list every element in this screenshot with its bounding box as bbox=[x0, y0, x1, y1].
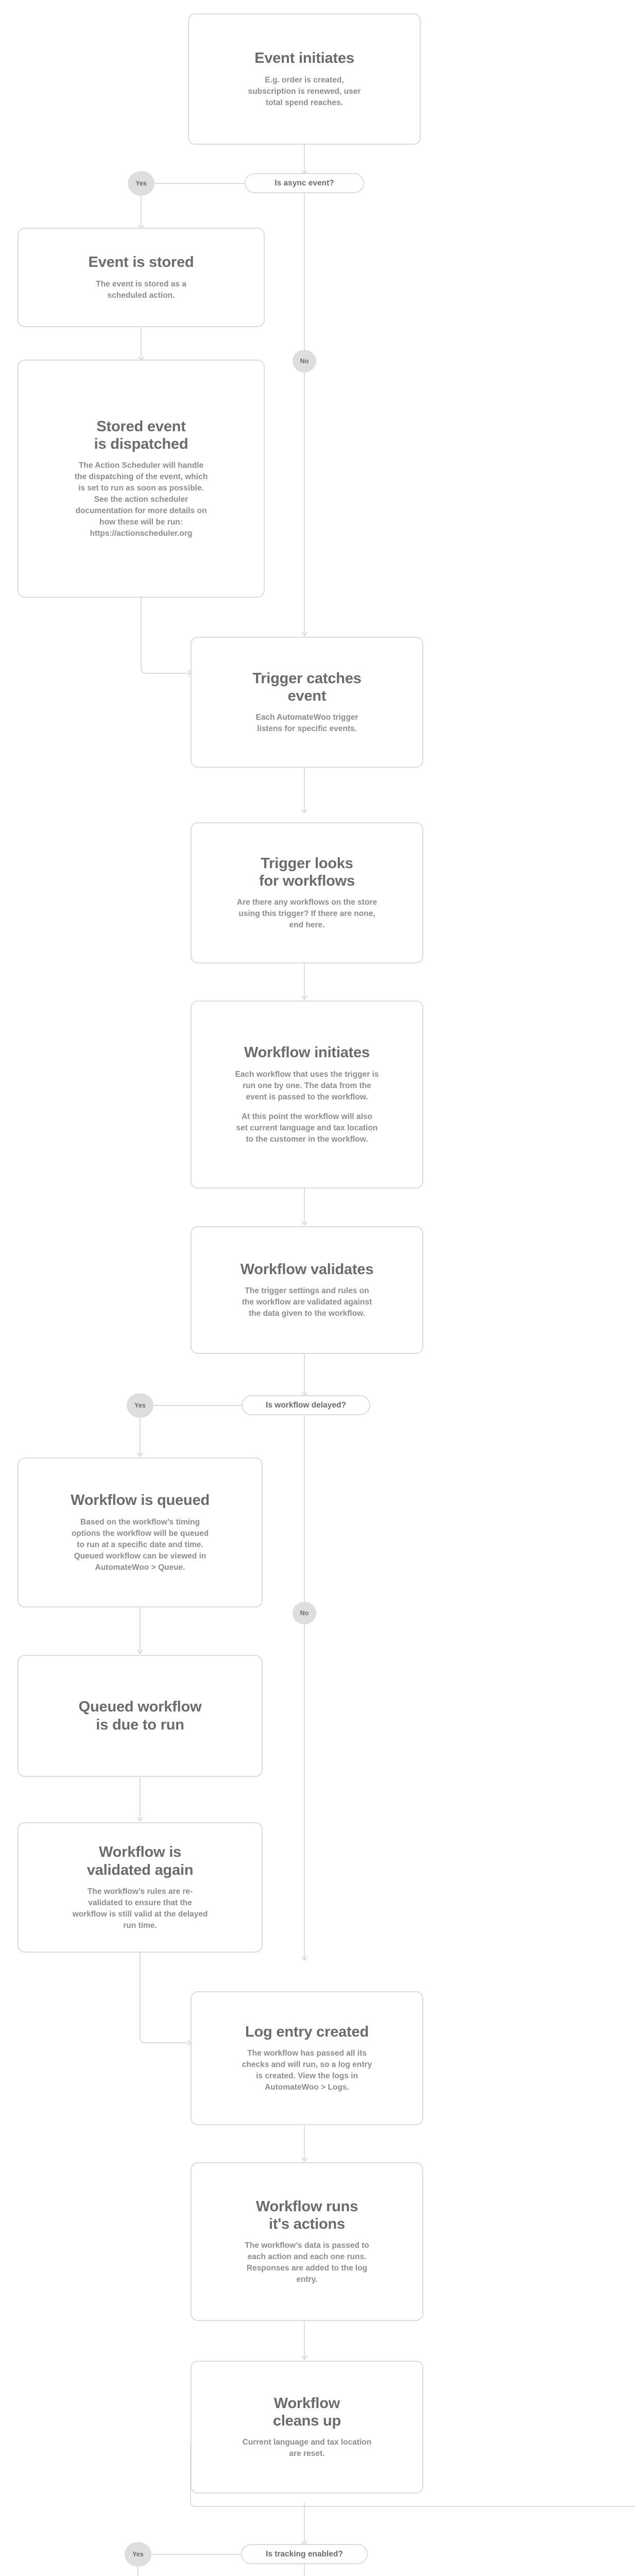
edge-label-async-yes: Yes bbox=[128, 171, 155, 196]
node-title: Workflow runs it's actions bbox=[255, 2198, 358, 2232]
node-title: Trigger looks for workflows bbox=[259, 855, 355, 889]
node-title: Workflow validates bbox=[240, 1261, 374, 1278]
decision-is-workflow-delayed[interactable]: Is workflow delayed? bbox=[242, 1395, 370, 1415]
node-workflow-runs-its-actions[interactable]: Workflow runs it's actions The workflow’… bbox=[191, 2162, 423, 2321]
node-workflow-validates[interactable]: Workflow validates The trigger settings … bbox=[191, 1226, 423, 1354]
node-description: The Action Scheduler will handle the dis… bbox=[74, 461, 208, 538]
node-description: Each AutomateWoo trigger listens for spe… bbox=[255, 713, 358, 734]
node-title: Stored event is dispatched bbox=[94, 418, 188, 452]
node-description: The event is stored as a scheduled actio… bbox=[96, 279, 186, 300]
decision-is-async-event[interactable]: Is async event? bbox=[245, 173, 364, 193]
decision-is-tracking-enabled[interactable]: Is tracking enabled? bbox=[241, 2544, 368, 2564]
node-queued-workflow-is-due-to-run[interactable]: Queued workflow is due to run bbox=[18, 1655, 263, 1777]
node-title: Workflow cleans up bbox=[273, 2395, 341, 2429]
node-trigger-looks-for-workflows[interactable]: Trigger looks for workflows Are there an… bbox=[191, 822, 423, 963]
edge-label-delayed-yes: Yes bbox=[127, 1393, 153, 1418]
edge-label-delayed-no: No bbox=[293, 1602, 316, 1624]
node-title: Workflow is validated again bbox=[87, 1844, 194, 1878]
node-event-is-stored[interactable]: Event is stored The event is stored as a… bbox=[18, 228, 265, 327]
node-workflow-is-validated-again[interactable]: Workflow is validated again The workflow… bbox=[18, 1822, 263, 1953]
node-description-secondary: At this point the workflow will also set… bbox=[236, 1112, 378, 1144]
node-title: Event is stored bbox=[88, 254, 194, 271]
node-description: The workflow’s rules are re- validated t… bbox=[72, 1887, 208, 1930]
node-description: The workflow has passed all its checks a… bbox=[242, 2049, 372, 2092]
node-description: The workflow’s data is passed to each ac… bbox=[245, 2241, 369, 2284]
node-title: Workflow is queued bbox=[71, 1492, 210, 1509]
node-description: Current language and tax location are re… bbox=[242, 2438, 372, 2459]
node-description: The trigger settings and rules on the wo… bbox=[242, 1286, 372, 1318]
node-description: Each workflow that uses the trigger is r… bbox=[235, 1070, 379, 1101]
edge-label-tracking-yes: Yes bbox=[125, 2542, 151, 2567]
node-title: Event initiates bbox=[254, 50, 354, 67]
node-trigger-catches-event[interactable]: Trigger catches event Each AutomateWoo t… bbox=[191, 637, 423, 768]
node-description: Are there any workflows on the store usi… bbox=[236, 898, 377, 930]
node-title: Trigger catches event bbox=[252, 670, 362, 704]
edge-label-async-no: No bbox=[293, 350, 316, 372]
node-description: Based on the workflow’s timing options t… bbox=[71, 1517, 209, 1572]
node-workflow-initiates[interactable]: Workflow initiates Each workflow that us… bbox=[191, 1001, 423, 1189]
node-workflow-cleans-up[interactable]: Workflow cleans up Current language and … bbox=[191, 2361, 423, 2494]
node-title: Queued workflow is due to run bbox=[78, 1699, 202, 1733]
node-title: Workflow initiates bbox=[244, 1044, 370, 1061]
node-stored-event-is-dispatched[interactable]: Stored event is dispatched The Action Sc… bbox=[18, 360, 265, 598]
node-event-initiates[interactable]: Event initiates E.g. order is created, s… bbox=[188, 13, 421, 145]
node-workflow-is-queued[interactable]: Workflow is queued Based on the workflow… bbox=[18, 1458, 263, 1607]
node-description: E.g. order is created, subscription is r… bbox=[248, 75, 361, 107]
node-log-entry-created[interactable]: Log entry created The workflow has passe… bbox=[191, 1991, 423, 2125]
node-title: Log entry created bbox=[245, 2023, 369, 2040]
